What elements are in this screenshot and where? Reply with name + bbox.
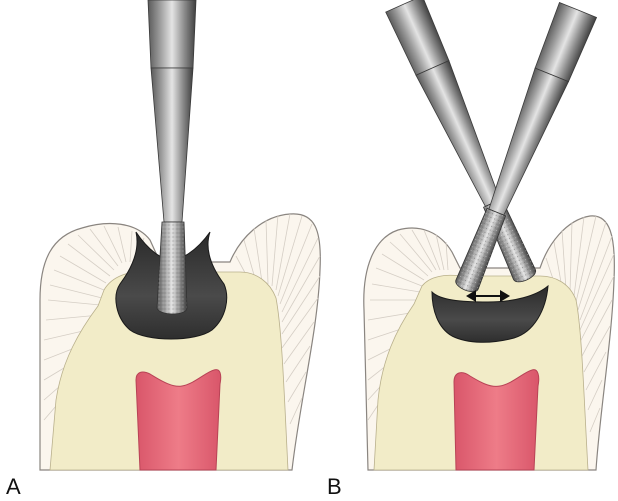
panel-a: [40, 0, 320, 470]
panel-label-b: B: [327, 476, 342, 498]
panel-label-a: A: [6, 476, 21, 498]
panel-b: [364, 0, 615, 470]
